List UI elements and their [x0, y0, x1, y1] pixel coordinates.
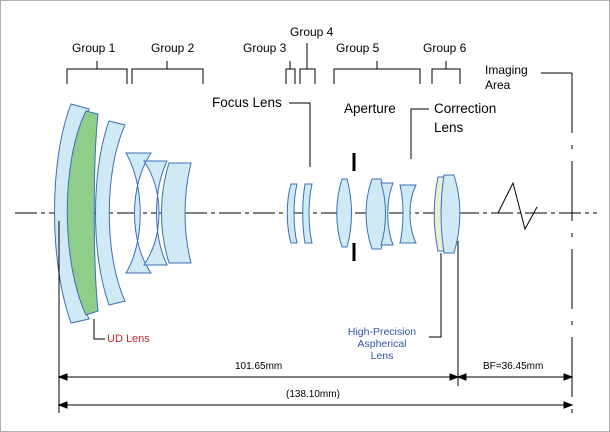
lens-element-5a: [336, 178, 352, 248]
lens-element-2a: [125, 152, 152, 274]
lens-element-6b: [440, 174, 461, 254]
group-4-lens: [302, 183, 313, 244]
group-5-lenses: [336, 178, 417, 250]
group-6-label: Group 6: [423, 41, 467, 55]
correction-leader: [410, 108, 429, 159]
focus-lenses: [286, 183, 313, 244]
group-3-bracket: [285, 61, 296, 84]
group-6-bracket: [431, 61, 461, 84]
group-5-bracket: [333, 61, 421, 84]
group-2-label: Group 2: [151, 41, 195, 55]
ud-lens-label: UD Lens: [107, 333, 150, 345]
axis-break-mark: [497, 181, 538, 231]
group-brackets: [66, 43, 461, 84]
aspherical-label-line2: Aspherical: [357, 338, 407, 350]
lens-length-label: 101.65mm: [235, 361, 283, 372]
focus-lens-label: Focus Lens: [212, 95, 282, 110]
aperture-label: Aperture: [344, 101, 396, 116]
group-4-label: Group 4: [290, 25, 334, 39]
aspherical-lens-label: High-Precision Aspherical Lens: [334, 326, 430, 362]
group-5-label: Group 5: [336, 41, 380, 55]
imaging-area-label-line1: Imaging: [485, 63, 528, 77]
correction-lens-label-line1: Correction: [434, 101, 497, 116]
asph-leader: [429, 253, 442, 338]
aspherical-label-line1: High-Precision: [347, 326, 417, 338]
group-2-lenses: [125, 152, 192, 274]
dimension-lines: [57, 221, 574, 413]
imaging-area-label-line2: Area: [485, 78, 511, 92]
lens-element-1c: [95, 120, 126, 306]
lens-element-2b: [143, 160, 168, 266]
total-length-label: (138.10mm): [286, 389, 340, 400]
group-1-lenses: [54, 103, 126, 324]
correction-lens-label-line2: Lens: [434, 120, 464, 135]
lens-element-5d: [399, 184, 417, 244]
lens-element-5c: [380, 182, 394, 246]
ud-lens-element: [66, 110, 99, 316]
group-3-lens: [286, 183, 298, 244]
group-4-bracket: [299, 43, 316, 84]
group-1-label: Group 1: [72, 41, 116, 55]
aspherical-label-line3: Lens: [370, 350, 394, 362]
group-6-lenses: [433, 174, 461, 254]
leader-lines: [93, 72, 572, 340]
focus-leader: [289, 102, 311, 167]
ud-leader: [93, 319, 105, 340]
group-1-bracket: [66, 61, 128, 84]
back-focus-label: BF=36.45mm: [483, 361, 544, 372]
lens-element-2c: [161, 162, 192, 264]
group-3-label: Group 3: [243, 41, 287, 55]
group-2-bracket: [131, 61, 204, 84]
